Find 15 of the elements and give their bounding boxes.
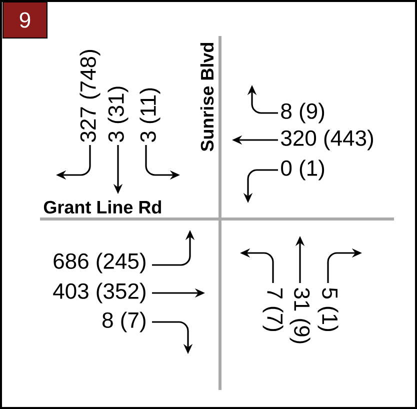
volume-label: 31 (9) [290, 288, 310, 344]
volume-label: 8 (9) [281, 102, 324, 124]
volume-label: 403 (352) [53, 282, 146, 304]
volume-label: 8 (7) [102, 312, 146, 332]
number-badge: 9 [2, 2, 48, 38]
volume-label: 3 (31) [108, 86, 128, 142]
volume-label: 3 (11) [140, 88, 160, 142]
volume-label: 0 (1) [281, 160, 324, 180]
volume-label: 686 (245) [54, 252, 146, 274]
volume-label: 7 (7) [262, 288, 284, 332]
volume-label: 327 (748) [80, 50, 100, 142]
volume-label: 320 (443) [281, 130, 373, 150]
volume-label: 5 (1) [318, 288, 338, 332]
street-name: Grant Line Rd [44, 200, 162, 214]
street-name: Sunrise Blvd [200, 42, 214, 152]
